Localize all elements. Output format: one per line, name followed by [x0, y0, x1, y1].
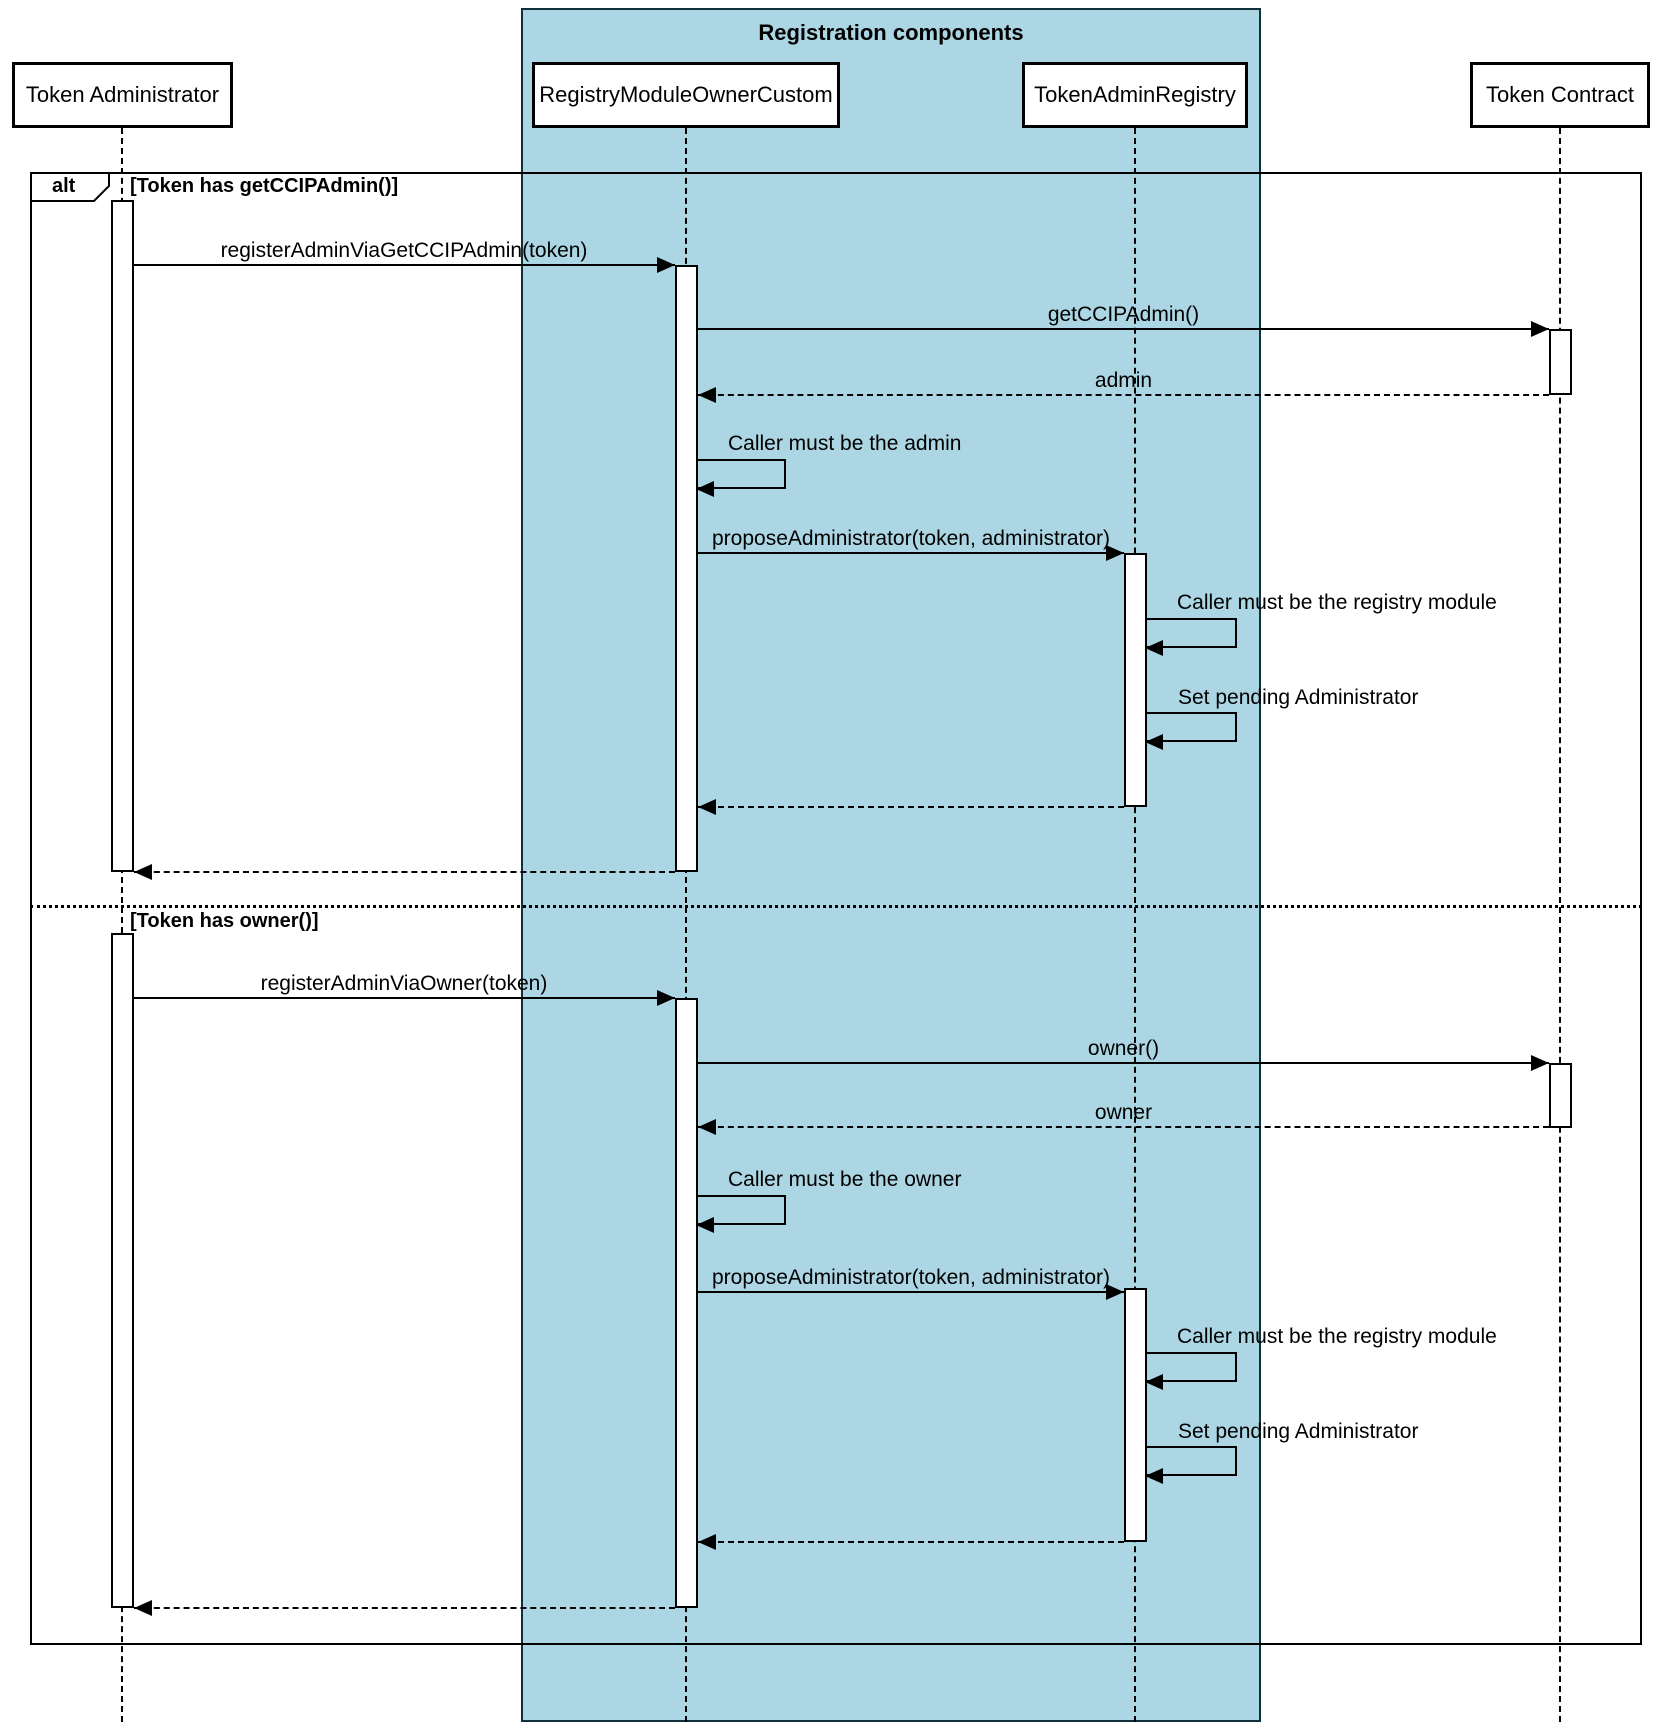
alt-operator-label: alt	[52, 175, 76, 197]
participant-token-contract: Token Contract	[1470, 62, 1650, 128]
message-owner-call	[698, 1062, 1549, 1064]
activation-token-admin-registry-2	[1124, 1288, 1147, 1542]
lifeline-token-admin-registry	[1134, 128, 1136, 1722]
message-label-getccipadmin: getCCIPAdmin()	[1047, 303, 1200, 326]
self-message-label-caller-must-be-registry-2: Caller must be the registry module	[1177, 1325, 1497, 1348]
guard-token-has-getccipadmin: [Token has getCCIPAdmin()]	[130, 175, 399, 197]
return-label-admin: admin	[1094, 369, 1153, 392]
activation-token-contract-1	[1549, 329, 1572, 395]
activation-registry-module-1	[675, 265, 698, 872]
message-label-register-admin-via-getccipadmin: registerAdminViaGetCCIPAdmin(token)	[220, 239, 588, 262]
return-label-owner: owner	[1094, 1101, 1153, 1124]
activation-token-administrator-1	[111, 200, 134, 872]
lifeline-token-contract	[1559, 128, 1561, 1722]
return-admin	[698, 394, 1549, 396]
alt-frame	[30, 172, 1642, 1645]
self-message-set-pending-administrator-2	[1145, 1446, 1237, 1484]
activation-token-administrator-2	[111, 933, 134, 1608]
guard-token-has-owner: [Token has owner()]	[130, 910, 319, 932]
arrowhead-right-icon	[657, 990, 675, 1006]
message-label-propose-administrator-2: proposeAdministrator(token, administrato…	[712, 1266, 1110, 1289]
arrowhead-right-icon	[1531, 1055, 1549, 1071]
participant-token-administrator: Token Administrator	[12, 62, 233, 128]
self-message-label-set-pending-administrator-2: Set pending Administrator	[1178, 1420, 1419, 1443]
participant-label: Token Administrator	[25, 82, 220, 107]
arrowhead-left-icon	[698, 387, 716, 403]
activation-token-contract-2	[1549, 1063, 1572, 1128]
message-propose-administrator-2	[698, 1291, 1124, 1293]
self-message-caller-must-be-registry-2	[1145, 1352, 1237, 1390]
self-message-caller-must-be-admin	[696, 459, 786, 497]
self-message-label-caller-must-be-owner: Caller must be the owner	[728, 1168, 962, 1191]
arrowhead-right-icon	[657, 257, 675, 273]
participant-label: TokenAdminRegistry	[1034, 82, 1236, 107]
arrowhead-left-icon	[1145, 1374, 1163, 1390]
message-register-admin-via-owner	[133, 997, 675, 999]
message-propose-administrator	[698, 552, 1124, 554]
return-to-registry-module-2	[698, 1541, 1124, 1543]
self-message-set-pending-administrator	[1145, 712, 1237, 750]
arrowhead-right-icon	[1106, 545, 1124, 561]
return-to-registry-module	[698, 806, 1124, 808]
self-message-caller-must-be-registry	[1145, 618, 1237, 656]
self-message-caller-must-be-owner	[696, 1195, 786, 1233]
activation-registry-module-2	[675, 998, 698, 1608]
message-register-admin-via-getccipadmin	[133, 264, 675, 266]
arrowhead-left-icon	[698, 1119, 716, 1135]
lifeline-token-administrator	[121, 128, 123, 1722]
return-to-token-administrator	[134, 871, 675, 873]
arrowhead-right-icon	[1106, 1284, 1124, 1300]
arrowhead-left-icon	[134, 1600, 152, 1616]
message-getccipadmin	[698, 328, 1549, 330]
self-message-label-caller-must-be-admin: Caller must be the admin	[728, 432, 962, 455]
lifeline-registry-module-owner-custom	[685, 128, 687, 1722]
message-label-owner-call: owner()	[1087, 1037, 1160, 1060]
self-message-label-caller-must-be-registry: Caller must be the registry module	[1177, 591, 1497, 614]
alt-operator-pentagon	[30, 172, 110, 202]
participant-label: Token Contract	[1486, 82, 1634, 107]
self-message-label-set-pending-administrator: Set pending Administrator	[1178, 686, 1419, 709]
return-owner	[698, 1126, 1549, 1128]
arrowhead-left-icon	[696, 481, 714, 497]
arrowhead-left-icon	[134, 864, 152, 880]
arrowhead-left-icon	[696, 1217, 714, 1233]
arrowhead-left-icon	[1145, 1468, 1163, 1484]
participant-token-admin-registry: TokenAdminRegistry	[1022, 62, 1248, 128]
participant-label: RegistryModuleOwnerCustom	[539, 82, 833, 107]
arrowhead-left-icon	[698, 1534, 716, 1550]
message-label-propose-administrator: proposeAdministrator(token, administrato…	[712, 527, 1110, 550]
message-label-register-admin-via-owner: registerAdminViaOwner(token)	[260, 972, 548, 995]
activation-token-admin-registry-1	[1124, 553, 1147, 807]
arrowhead-left-icon	[1145, 640, 1163, 656]
participant-registry-module-owner-custom: RegistryModuleOwnerCustom	[532, 62, 840, 128]
arrowhead-left-icon	[1145, 734, 1163, 750]
return-to-token-administrator-2	[134, 1607, 675, 1609]
arrowhead-right-icon	[1531, 321, 1549, 337]
region-title: Registration components	[758, 20, 1024, 45]
alt-divider	[30, 905, 1642, 908]
arrowhead-left-icon	[698, 799, 716, 815]
